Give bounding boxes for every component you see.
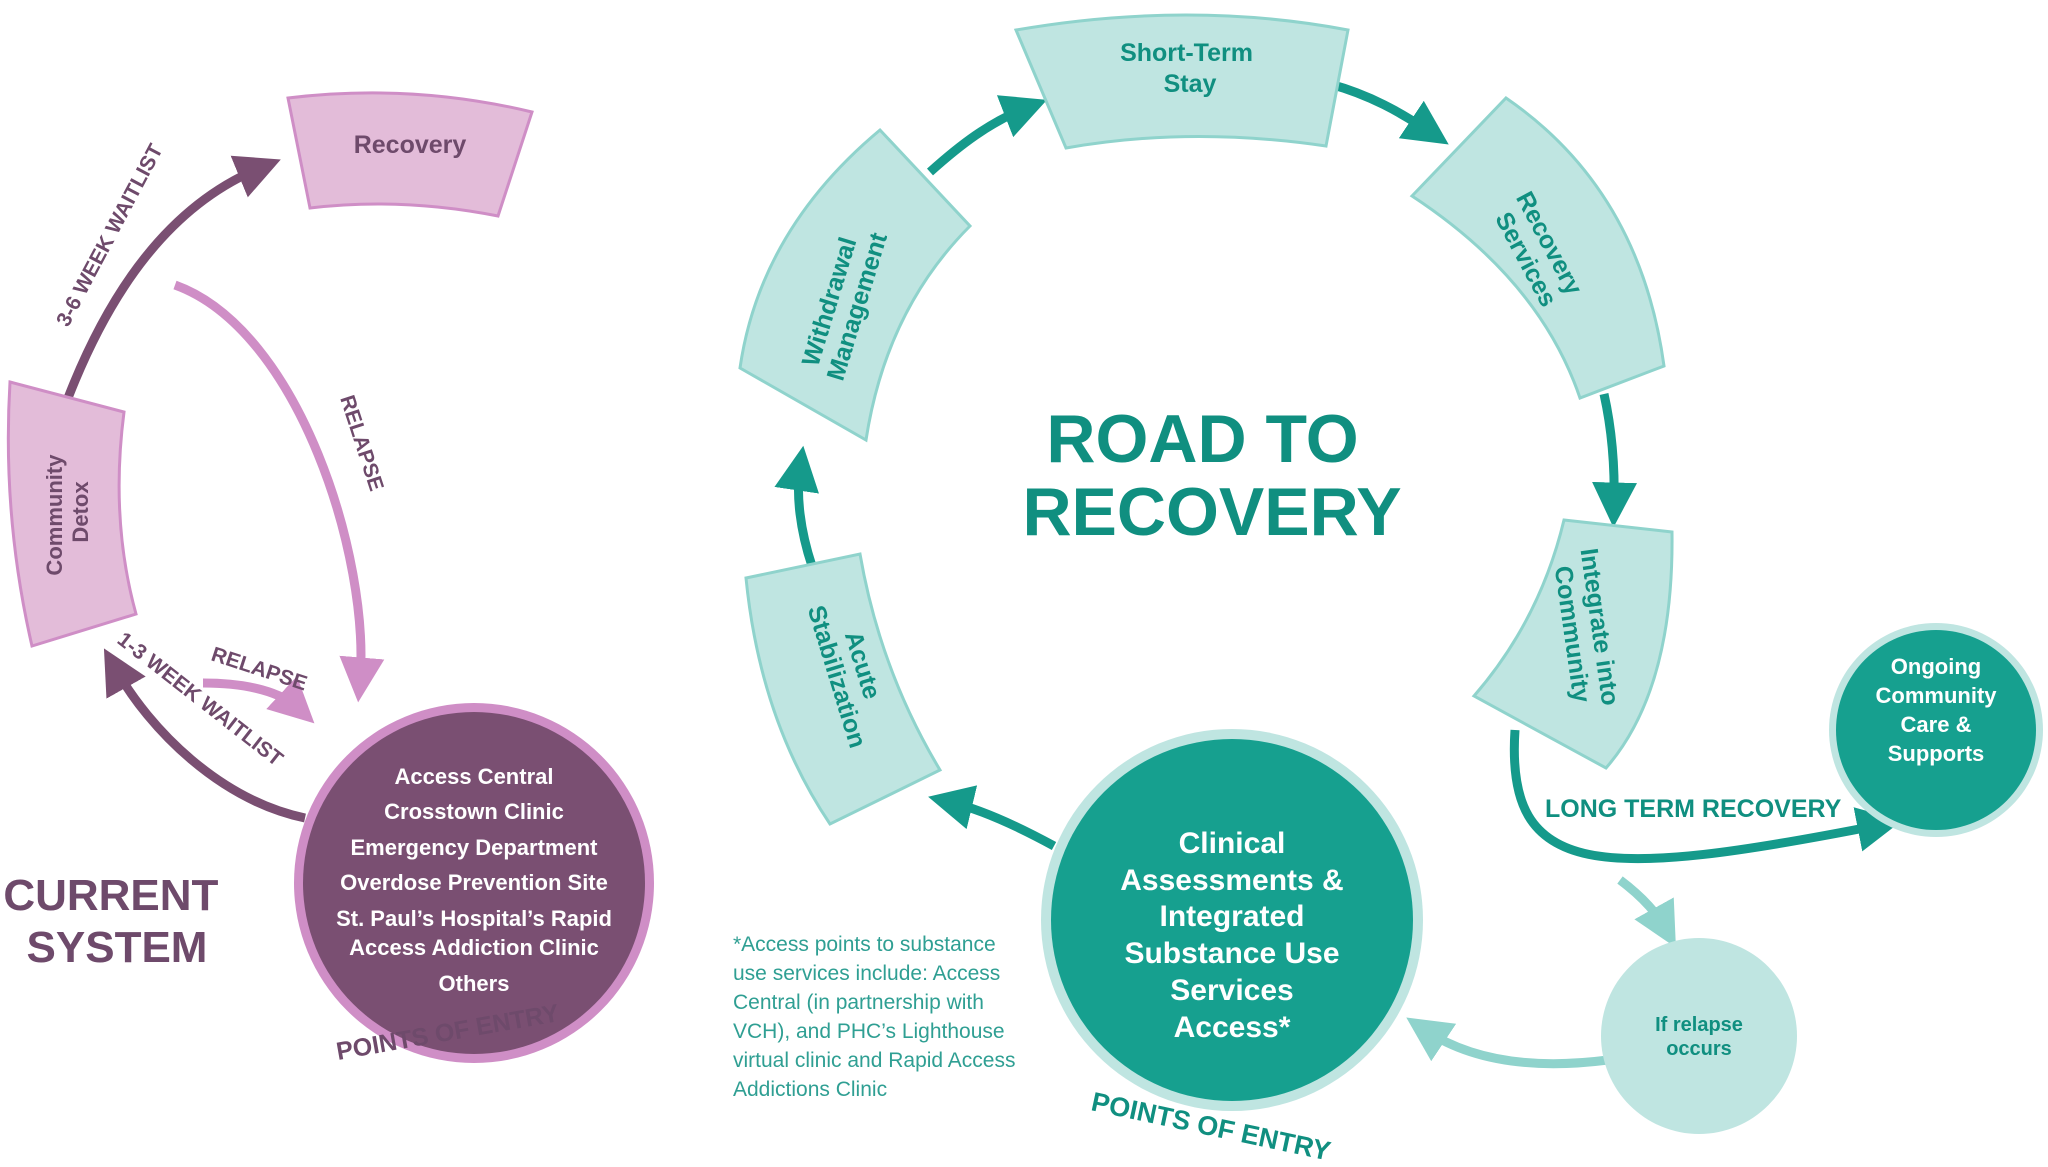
relapse-lower-arrow — [202, 676, 315, 724]
clinical-line-6: Access* — [1174, 1011, 1291, 1044]
clinical-assessments-circle: Clinical Assessments & Integrated Substa… — [1041, 729, 1423, 1111]
cycle-arrow-withdrawal-to-shortterm — [926, 95, 1047, 176]
relapse-circle: If relapse occurs — [1601, 938, 1797, 1134]
recovery-box: Recovery — [286, 91, 534, 218]
arrow-to-relapse-circle — [1617, 876, 1676, 948]
clinical-line-1: Clinical — [1179, 827, 1286, 860]
entry-point-5: St. Paul’s Hospital’s Rapid — [336, 906, 612, 931]
footnote-line-2: use services include: Access — [733, 962, 1000, 985]
short-term-line-2: Stay — [1164, 70, 1217, 98]
relapse-upper-label: RELAPSE — [335, 392, 388, 493]
community-detox-box: Community Detox — [6, 380, 138, 648]
current-entry-circle: Access Central Crosstown Clinic Emergenc… — [294, 703, 654, 1063]
clinical-line-2: Assessments & — [1120, 864, 1343, 897]
long-term-recovery-arrow — [1509, 729, 1903, 864]
entry-point-1: Access Central — [395, 764, 554, 789]
acute-stabilization-box: Acute Stabilization — [744, 552, 943, 826]
road-to-recovery-title: ROAD TO RECOVERY — [1022, 401, 1401, 550]
ongoing-line-1: Ongoing — [1891, 654, 1981, 679]
arrow-relapse-to-clinical — [1406, 1017, 1609, 1069]
current-system-title: CURRENT SYSTEM — [3, 871, 230, 972]
svg-text:Short-Term Stay: Short-Term Stay — [1120, 39, 1260, 98]
footnote-line-1: *Access points to substance — [733, 933, 996, 956]
clinical-line-4: Substance Use — [1124, 937, 1339, 970]
community-detox-line-1: Community — [42, 454, 67, 576]
footnote-line-4: VCH), and PHC’s Lighthouse — [733, 1020, 1005, 1043]
integrate-community-box: Integrate into Community — [1471, 518, 1674, 770]
footnote-line-6: Addictions Clinic — [733, 1078, 887, 1101]
ongoing-care-circle: Ongoing Community Care & Supports — [1829, 623, 2043, 837]
ongoing-line-4: Supports — [1888, 741, 1985, 766]
clinical-line-5: Services — [1170, 974, 1293, 1007]
ongoing-line-2: Community — [1876, 683, 1998, 708]
entry-point-4: Overdose Prevention Site — [340, 870, 608, 895]
recovery-services-box: Recovery Services — [1409, 96, 1666, 400]
ongoing-line-3: Care & — [1901, 712, 1972, 737]
relapse-circle-line-2: occurs — [1666, 1038, 1732, 1060]
entry-point-3: Emergency Department — [351, 835, 599, 860]
entry-point-7: Others — [439, 971, 510, 996]
cycle-arrow-acute-to-withdrawal — [774, 445, 819, 568]
recovery-label: Recovery — [354, 131, 467, 159]
footnote-line-3: Central (in partnership with — [733, 991, 984, 1014]
short-term-line-1: Short-Term — [1120, 39, 1253, 67]
cycle-arrow-clinical-to-acute — [928, 785, 1057, 850]
relapse-circle-line-1: If relapse — [1655, 1014, 1743, 1036]
waitlist-long-arrow — [63, 155, 281, 400]
relapse-upper-arrow — [173, 280, 385, 703]
cycle-arrow-shortterm-to-recovery — [1328, 79, 1449, 145]
entry-point-2: Crosstown Clinic — [384, 799, 564, 824]
waitlist-short-arrow — [103, 648, 306, 823]
entry-point-6: Access Addiction Clinic — [349, 935, 599, 960]
community-detox-line-2: Detox — [68, 481, 93, 543]
cycle-arrow-recovery-to-integrate — [1592, 393, 1638, 528]
long-term-recovery-label: LONG TERM RECOVERY — [1545, 795, 1842, 823]
footnote-line-5: virtual clinic and Rapid Access — [733, 1049, 1015, 1072]
withdrawal-management-box: Withdrawal Management — [738, 127, 973, 443]
clinical-line-3: Integrated — [1159, 900, 1304, 933]
short-term-stay-box: Short-Term Stay — [1013, 13, 1350, 150]
svg-text:Community Detox: Community Detox — [42, 448, 93, 575]
